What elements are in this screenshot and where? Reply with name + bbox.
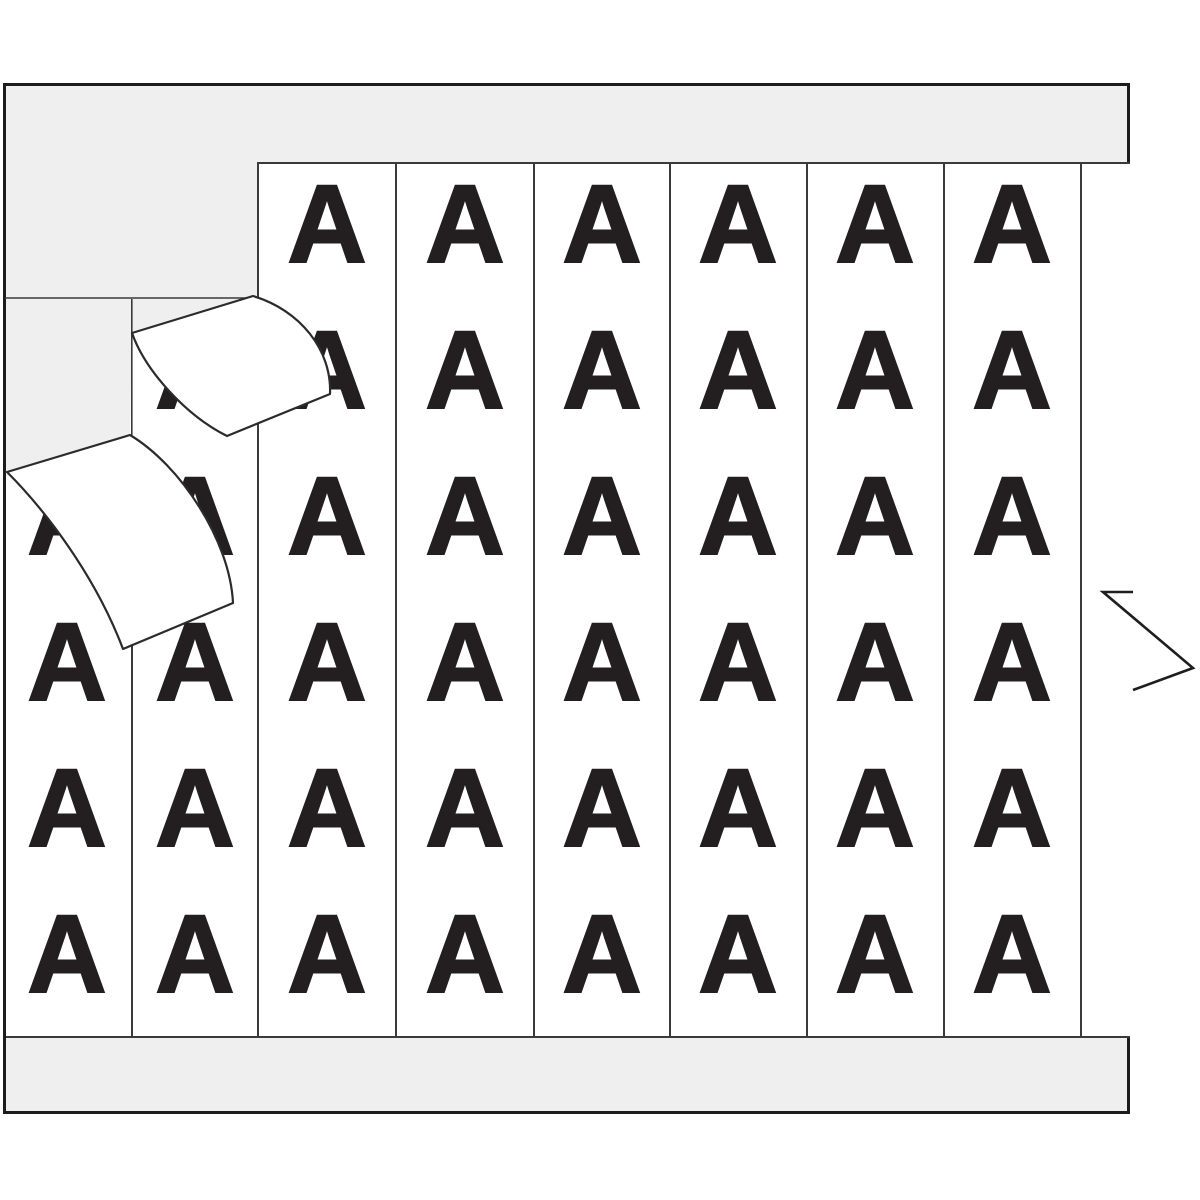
marker-letter: A	[286, 893, 367, 1016]
marker-letter: A	[561, 455, 642, 578]
marker-letter: A	[561, 163, 642, 286]
marker-letter: A	[561, 893, 642, 1016]
marker-letter: A	[424, 455, 505, 578]
marker-letter: A	[697, 601, 778, 724]
marker-letter: A	[971, 893, 1052, 1016]
marker-strip	[396, 163, 534, 1037]
marker-letter: A	[154, 601, 235, 724]
marker-letter: A	[286, 747, 367, 870]
marker-strip	[670, 163, 807, 1037]
strip-top-line	[257, 162, 1130, 164]
marker-letter: A	[424, 163, 505, 286]
marker-letter: A	[971, 747, 1052, 870]
marker-strip	[944, 163, 1081, 1037]
marker-letter: A	[834, 455, 915, 578]
marker-letter: A	[424, 601, 505, 724]
strip-bottom-line	[6, 1036, 1130, 1038]
marker-letter: A	[286, 455, 367, 578]
marker-letter: A	[286, 163, 367, 286]
strip-divider-line	[131, 436, 133, 1037]
marker-letter: A	[26, 893, 107, 1016]
blank-strip	[1081, 163, 1130, 1037]
marker-letter: A	[971, 309, 1052, 432]
strip-divider-line	[533, 163, 535, 1037]
strip-divider-line	[669, 163, 671, 1037]
marker-letter: A	[697, 309, 778, 432]
marker-letter: A	[561, 601, 642, 724]
marker-letter: A	[26, 601, 107, 724]
marker-letter: A	[154, 893, 235, 1016]
marker-letter: A	[834, 893, 915, 1016]
marker-letter: A	[697, 163, 778, 286]
marker-letter: A	[971, 601, 1052, 724]
marker-letter: A	[424, 893, 505, 1016]
marker-letter: A	[834, 163, 915, 286]
marker-letter: A	[26, 309, 107, 432]
marker-letter: A	[286, 309, 367, 432]
marker-letter: A	[154, 455, 235, 578]
marker-letter: A	[834, 747, 915, 870]
marker-letter: A	[26, 747, 107, 870]
strip-divider-line	[1080, 163, 1082, 1037]
marker-strip	[534, 163, 670, 1037]
marker-letter: A	[154, 309, 235, 432]
marker-letter: A	[697, 893, 778, 1016]
marker-letter: A	[971, 163, 1052, 286]
strip-divider-line	[257, 163, 259, 1037]
marker-letter: A	[834, 309, 915, 432]
marker-letter: A	[971, 455, 1052, 578]
marker-letter: A	[561, 309, 642, 432]
marker-letter: A	[697, 747, 778, 870]
strip-divider-line	[395, 163, 397, 1037]
marker-letter: A	[697, 455, 778, 578]
marker-letter: A	[26, 455, 107, 578]
marker-letter: A	[154, 747, 235, 870]
marker-letter: A	[424, 747, 505, 870]
marker-letter: A	[834, 601, 915, 724]
marker-letter: A	[424, 309, 505, 432]
strip-divider-line	[806, 163, 808, 1037]
marker-strip	[807, 163, 944, 1037]
marker-letter: A	[286, 601, 367, 724]
marker-letter: A	[561, 747, 642, 870]
strip-divider-line	[943, 163, 945, 1037]
